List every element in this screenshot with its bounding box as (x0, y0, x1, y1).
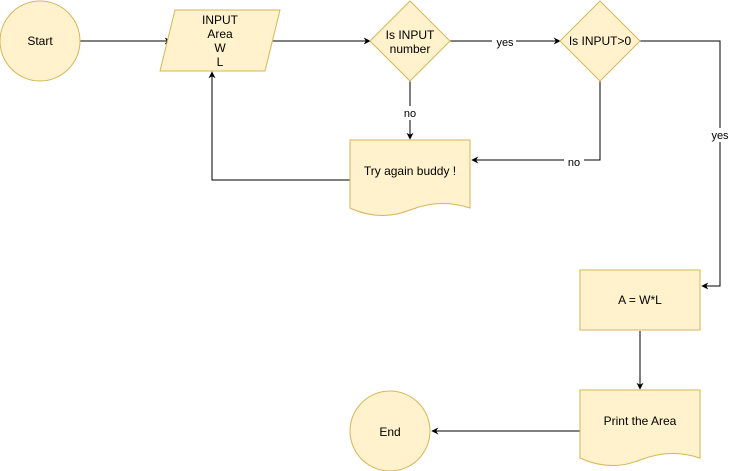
edge-is-positive-to-compute (640, 40, 721, 290)
input-node[interactable] (159, 9, 281, 72)
try-again-label: Try again buddy ! (364, 164, 456, 178)
is-number-label-line-2: number (390, 42, 431, 56)
input-label-line-1: INPUT (202, 13, 239, 27)
print-label: Print the Area (604, 414, 677, 428)
is-number-label-line-1: Is INPUT (386, 28, 435, 42)
node-labels: Start INPUT Area W L Is INPUT number Is … (27, 13, 676, 439)
edge-label-positive-yes: yes (711, 130, 729, 142)
input-label-line-2: Area (207, 27, 233, 41)
compute-node[interactable] (579, 269, 701, 331)
is-positive-decision[interactable] (559, 0, 641, 82)
end-label: End (379, 425, 400, 439)
edge-is-positive-to-try-again (471, 80, 601, 164)
nodes (0, 0, 701, 471)
start-node[interactable] (0, 0, 81, 82)
start-label: Start (27, 34, 53, 48)
try-again-node[interactable] (349, 139, 471, 216)
is-positive-label: Is INPUT>0 (569, 34, 632, 48)
end-node[interactable] (349, 390, 431, 471)
is-number-decision[interactable] (369, 0, 451, 82)
compute-label: A = W*L (618, 293, 662, 307)
edge-label-number-no: no (404, 108, 416, 120)
edge-try-again-to-input (208, 71, 350, 181)
input-label-line-4: L (217, 55, 224, 69)
edge-labels: yes no no yes (400, 35, 729, 169)
edge-label-number-yes: yes (496, 37, 514, 49)
input-label-line-3: W (214, 41, 226, 55)
edge-label-positive-no: no (568, 157, 580, 169)
edges (80, 37, 721, 435)
print-node[interactable] (579, 389, 701, 466)
